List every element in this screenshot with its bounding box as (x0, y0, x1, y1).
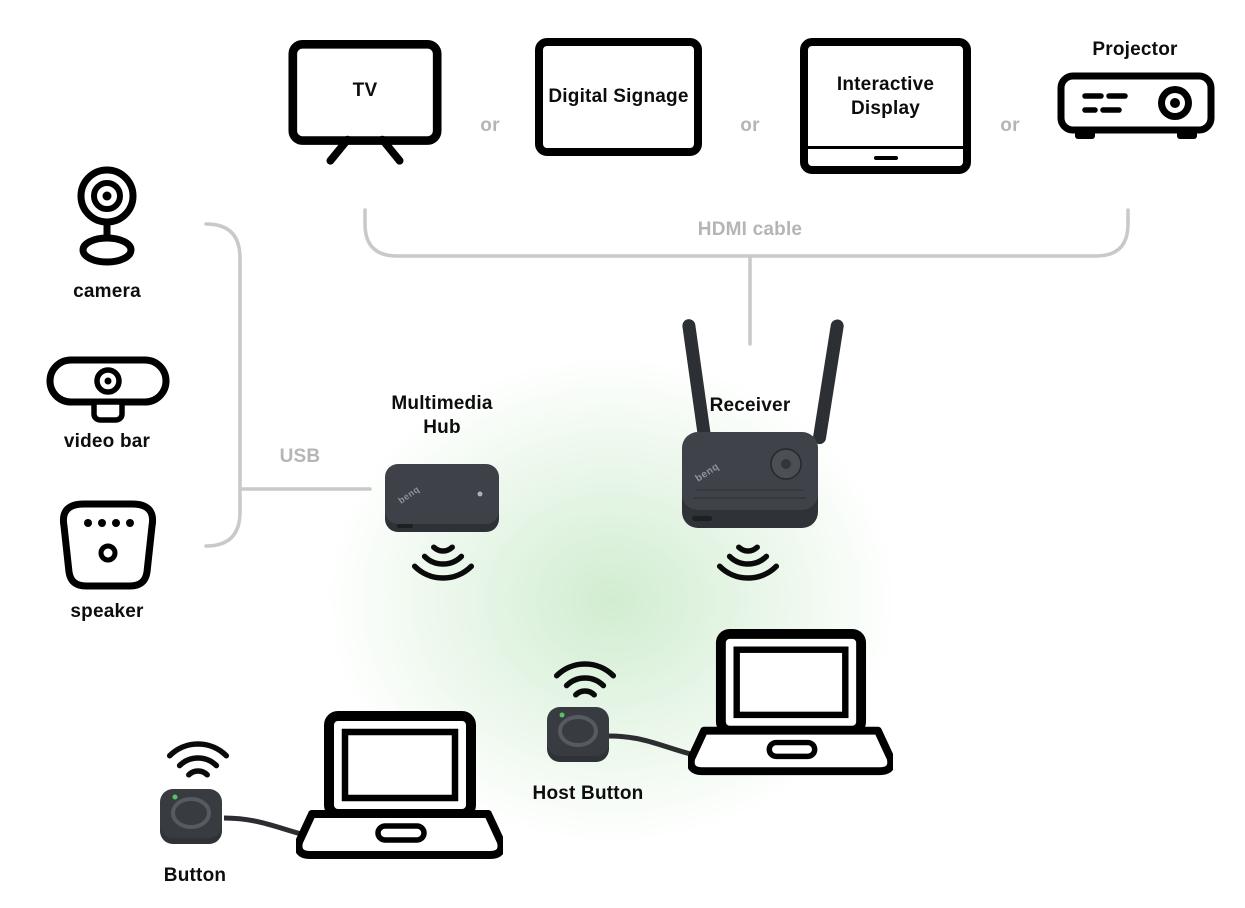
tv-label: TV (352, 80, 378, 102)
host-button-led (559, 712, 565, 718)
tv-legs (326, 135, 404, 165)
wifi-signal-down-icon (411, 544, 475, 581)
or-separator-1: or (480, 115, 500, 136)
host-button-label: Host Button (532, 783, 644, 804)
interactive-display-label: Interactive Display (836, 74, 935, 119)
digital-signage-label: Digital Signage (548, 86, 689, 108)
button-device-icon (160, 789, 327, 844)
tv-icon (288, 39, 442, 165)
laptop-icon (688, 628, 893, 776)
digital-signage-icon: Digital Signage (535, 38, 702, 156)
button-label: Button (163, 865, 227, 886)
hub-status-led (477, 491, 483, 497)
camera-label: camera (73, 281, 141, 302)
camera-icon (77, 166, 137, 266)
wifi-signal-up-icon (166, 741, 230, 778)
usb-cable-bracket (204, 222, 372, 548)
button-led (172, 794, 178, 800)
receiver-antennas (682, 319, 844, 445)
projector-icon (1057, 72, 1215, 139)
receiver-device-icon: benq (682, 319, 844, 528)
usb-cable-label: USB (279, 446, 321, 467)
button-ring (171, 797, 211, 829)
laptop-touchpad (766, 739, 818, 760)
laptop-icon (296, 711, 503, 859)
speaker-icon (59, 500, 157, 590)
wifi-signal-down-icon (716, 544, 780, 581)
hdmi-cable-bracket (363, 208, 1130, 346)
speaker-dots (84, 519, 134, 527)
projector-vents (1082, 93, 1128, 113)
or-separator-3: or (1000, 115, 1020, 136)
receiver-top-ridges (694, 489, 806, 499)
interactive-display-bezel (808, 146, 963, 149)
projector-label: Projector (1092, 39, 1178, 60)
or-separator-2: or (740, 115, 760, 136)
speaker-label: speaker (70, 601, 144, 622)
host-button-device-icon (547, 707, 708, 762)
interactive-display-stand-dash (873, 156, 898, 160)
host-button-ring (558, 715, 598, 747)
hdmi-cable-label: HDMI cable (697, 219, 803, 240)
hub-front-slot (397, 524, 413, 528)
receiver-front-slot (692, 516, 712, 521)
wifi-signal-up-icon (553, 661, 617, 698)
video-bar-label: video bar (63, 431, 151, 452)
interactive-display-icon: Interactive Display (800, 38, 971, 174)
receiver-label: Receiver (709, 395, 791, 416)
multimedia-hub-label: Multimedia Hub (391, 393, 493, 438)
video-bar-icon (46, 356, 170, 423)
multimedia-hub-device-icon: benq (385, 464, 499, 532)
laptop-touchpad (375, 823, 427, 843)
